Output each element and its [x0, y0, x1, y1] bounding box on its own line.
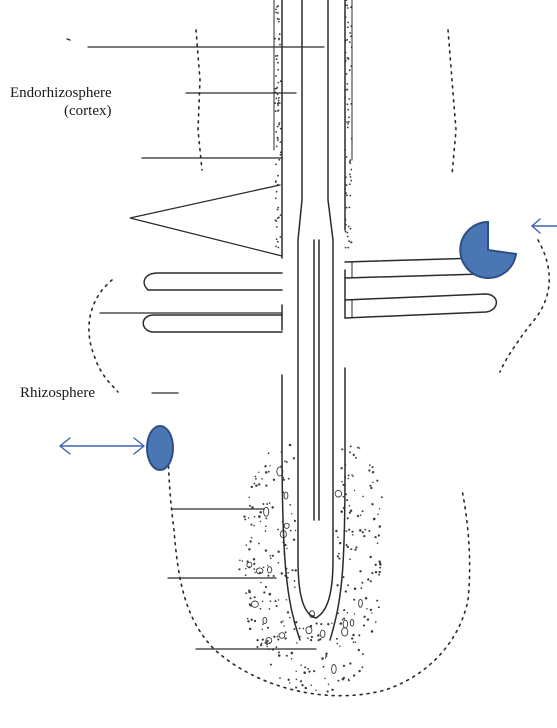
root-hair-right-lower: [345, 294, 496, 318]
bacterium-left-icon: [147, 426, 173, 470]
right-double-arrow-icon: [532, 219, 557, 233]
label-endorhizosphere: Endorhizosphere: [10, 85, 112, 101]
labels: Endorhizosphere (cortex) Rhizosphere: [10, 85, 112, 401]
pointer-zigzag: [130, 185, 282, 256]
label-cortex: (cortex): [64, 103, 111, 119]
cortex-stipple: [238, 0, 382, 693]
left-double-arrow-icon: [60, 438, 144, 454]
root-hair-left-upper: [144, 273, 282, 290]
bacterium-right-icon: [460, 222, 516, 278]
root-hair-left-lower: [143, 315, 282, 332]
label-rhizosphere: Rhizosphere: [20, 385, 95, 401]
root-hairs: [143, 258, 496, 332]
